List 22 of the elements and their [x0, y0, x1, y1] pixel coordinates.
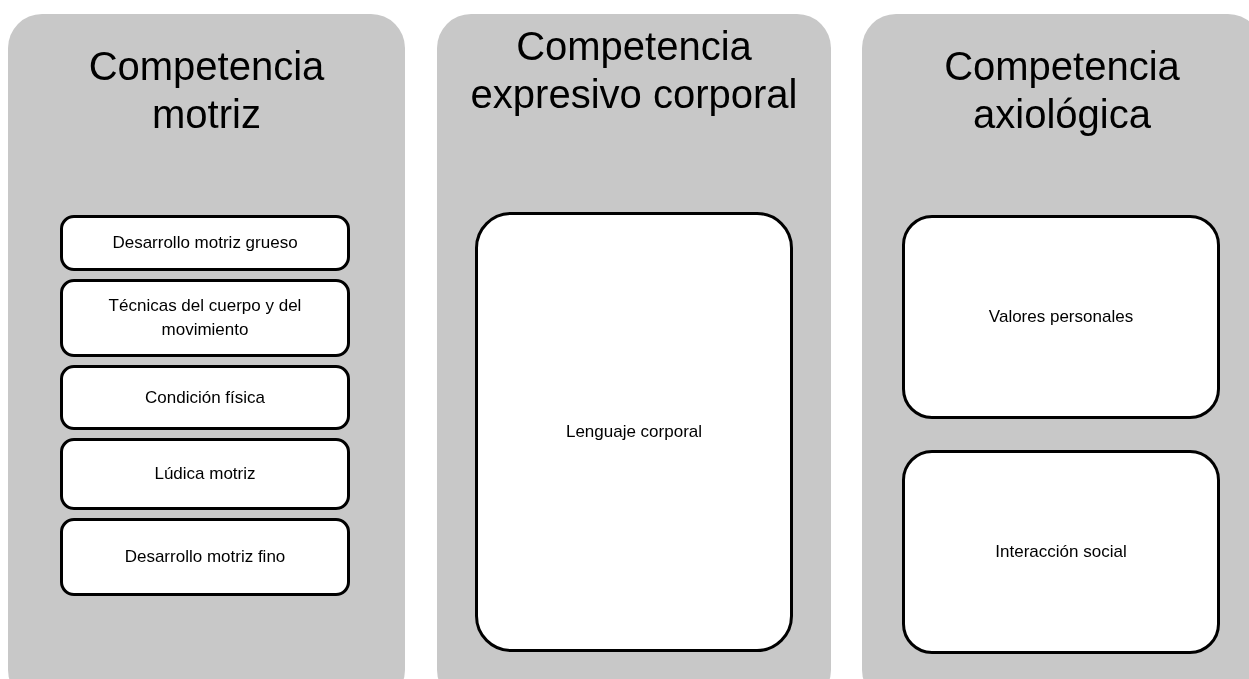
item-label: Técnicas del cuerpo y del movimiento	[107, 295, 303, 341]
item-card	[475, 212, 793, 652]
panel-title: Competencia expresivo corporal	[469, 23, 799, 118]
item-label: Lenguaje corporal	[564, 421, 704, 443]
item-card	[60, 215, 350, 271]
item-card	[902, 450, 1220, 654]
category-panel	[862, 14, 1249, 679]
item-card	[902, 215, 1220, 419]
category-panel	[8, 14, 405, 679]
item-card	[60, 279, 350, 357]
item-label: Desarrollo motriz fino	[123, 546, 287, 568]
item-label: Valores personales	[987, 306, 1135, 328]
panel-title: Competencia motriz	[87, 43, 326, 138]
item-card	[60, 518, 350, 596]
item-label: Interacción social	[994, 541, 1128, 563]
item-label: Lúdica motriz	[153, 463, 257, 485]
panel-title: Competencia axiológica	[943, 43, 1181, 138]
category-panel	[437, 14, 831, 679]
item-label: Condición física	[144, 386, 266, 409]
item-label: Desarrollo motriz grueso	[111, 232, 299, 254]
item-card	[60, 438, 350, 510]
item-card	[60, 365, 350, 430]
